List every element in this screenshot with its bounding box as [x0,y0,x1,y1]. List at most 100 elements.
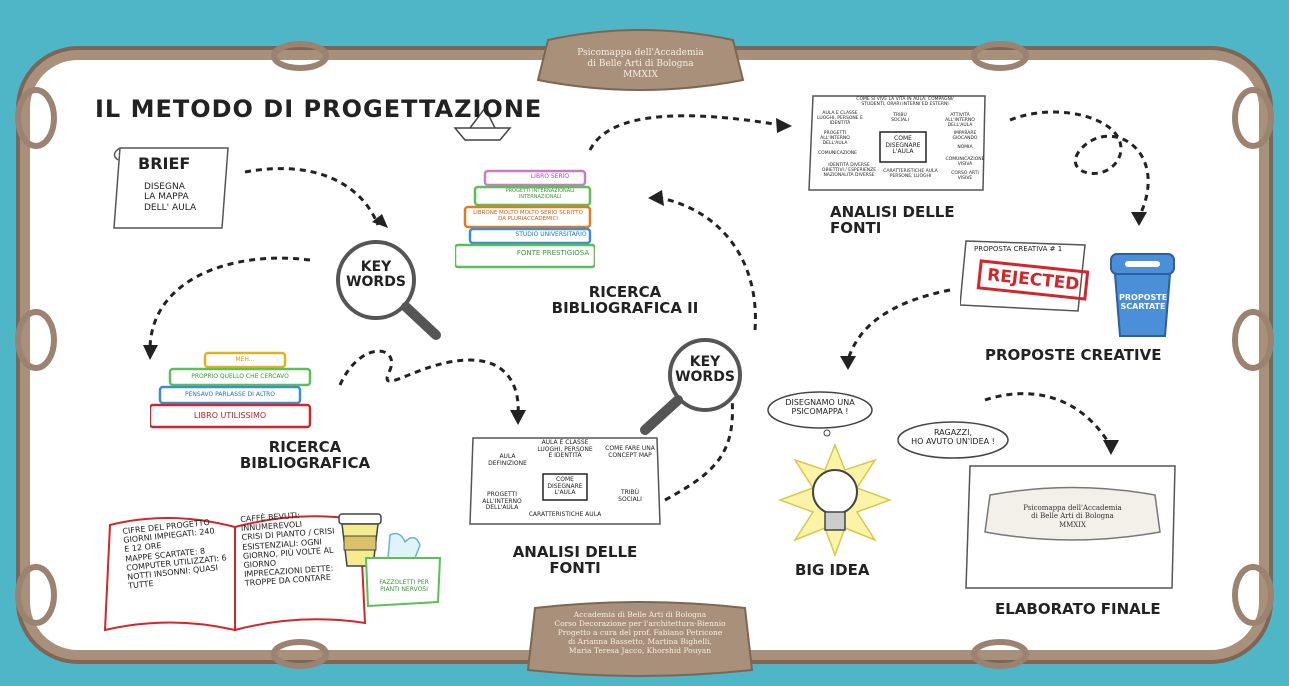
analisi2-node-8: NOMIA [957,145,973,150]
magnifier-icon [336,240,441,340]
analisi2-center-1: COME [894,135,912,142]
finale-banner-2: di Belle Arti di Bologna [1031,512,1114,521]
footer-line2: Corso Decorazione per l'architettura-Bie… [554,619,726,628]
analisi-scroll-1: COME DISEGNARE L'AULA AULA E CLASSE LUOG… [465,432,665,532]
analisi2-node-3: TRIBÙ SOCIALI [891,113,909,123]
brief-text3: DELL' AULA [144,202,197,213]
book1-spine-3: PENSAVO PARLASSE DI ALTRO [184,391,276,398]
keywords-magnifier-1: KEY WORDS [328,235,448,345]
paper-boat-icon [453,106,512,141]
page-title: IL METODO DI PROGETTAZIONE [95,95,543,123]
finale-banner-1: Psicomappa dell'Accademia [1023,504,1122,512]
analisi1-node-4: PROGETTI ALL'INTERNO DELL'AULA [482,491,522,512]
rope-knot-icon [271,639,329,669]
bubble2-line2: HO AVUTO UN'IDEA ! [911,437,995,447]
analisi2-node-1: COME SI VIVE LA VITA IN AULA: COMPAGNI/ … [856,97,954,107]
analisi2-node-10: COMUNICAZIONE VISIVA [945,157,985,167]
analisi2-label-2: FONTI [830,218,882,237]
analisi1-label-1: ANALISI DELLE [512,543,638,561]
bubble1-line2: PSICOMAPPA ! [791,407,849,417]
analisi2-node-6: IMPARARE GIOCANDO [952,131,978,141]
analisi1-center-3: L'AULA [554,489,576,497]
rope-knot-icon [971,639,1029,669]
analisi2-node-12: CORSO ARTI VISIVE [951,171,979,181]
book2-spine-5: FONTE PRESTIGIOSA [516,249,590,257]
analisi1-node-1: AULA E CLASSE LUOGHI, PERSONE E IDENTITÀ [537,439,593,460]
header-banner: Psicomappa dell'Accademia di Belle Arti … [528,20,753,100]
analisi1-node-6: CARATTERISTICHE AULA [528,511,602,518]
brief-scroll: BRIEF DISEGNA LA MAPPA DELL' AULA [110,140,235,235]
analisi1-node-3: COME FARE UNA CONCEPT MAP [605,445,655,459]
bin-label-1: PROPOSTE [1119,293,1168,302]
keywords2-line1: KEY [689,354,721,370]
book1-spine-1: MEH... [235,356,255,363]
book2-spine-1: LIBRO SERIO [530,173,570,180]
lightbulb-icon [777,442,893,558]
analisi-scroll-2: COME DISEGNARE L'AULA COME SI VIVE LA VI… [805,92,990,197]
analisi2-center-2: DISEGNARE [885,141,921,149]
footer-line3: Progetto a cura del prof. Fabiano Petric… [557,628,723,637]
header-banner-line2: di Belle Arti di Bologna [587,58,694,69]
rope-knot-icon [1232,309,1274,371]
analisi1-node-2: AULA DEFINIZIONE [488,453,527,467]
rope-knot-icon [15,309,57,371]
bubble2-line1: RAGAZZI, [933,428,973,437]
ricerca1-label-1: RICERCA [268,438,342,456]
proposta-paper: PROPOSTA CREATIVA # 1 REJECTED [960,235,1090,315]
brief-text1: DISEGNA [144,182,185,192]
ricerca2-label-2: BIBLIOGRAFICA II [551,298,699,317]
analisi2-node-4: ATTIVITÀ ALL'INTERNO DELL'AULA [945,113,975,128]
keywords1-line1: KEY [360,259,392,275]
proposta-head: PROPOSTA CREATIVA # 1 [974,245,1063,253]
keywords-magnifier-2: KEY WORDS [630,335,750,445]
big-idea-label: BIG IDEA [795,561,870,579]
analisi1-node-5: TRIBÙ SOCIALI [618,489,642,503]
book2-spine-3: LIBRONE MOLTO MOLTO SERIO SCRITTO DA PLU… [473,210,583,223]
analisi2-node-5: PROGETTI ALL'INTERNO DELL'AULA [820,131,850,146]
footer-line5: Maria Teresa Jacco, Khorshid Pouyan [568,646,712,655]
book2-spine-2: PROGETTI INTERNAZIONALI INTERNAZIONALI [505,188,575,200]
proposte-creative-label: PROPOSTE CREATIVE [985,346,1162,364]
trash-bin-icon: PROPOSTE SCARTATE [1105,250,1180,340]
bin-label-2: SCARTATE [1120,301,1166,311]
book1-spine-4: LIBRO UTILISSIMO [193,411,267,420]
keywords2-line2: WORDS [675,368,735,385]
rope-knot-icon [971,41,1029,71]
ricerca1-label-2: BIBLIOGRAFICA [239,453,371,472]
book2-spine-4: STUDIO UNIVERSITARIO [515,231,587,238]
header-banner-line1: Psicomappa dell'Accademia [577,48,704,58]
tissue-label: FAZZOLETTI PER PIANTI NERVOSI [379,579,429,593]
analisi2-node-11: CARATTERISTICHE AULA PERSONE, LUOGHI [883,169,938,179]
rope-knot-icon [15,87,57,149]
ricerca2-label-1: RICERCA [588,283,662,301]
elaborato-finale-label: ELABORATO FINALE [995,600,1161,618]
speech-bubble-1: DISEGNAMO UNA PSICOMAPPA ! [765,390,875,437]
speech-bubble-2: RAGAZZI, HO AVUTO UN'IDEA ! [895,420,1010,465]
book-stack-icon [150,351,312,429]
footer-line1: Accademia di Belle Arti di Bologna [573,610,707,619]
notebook: CIFRE DEL PROGETTO GIORNI IMPIEGATI: 240… [100,505,370,640]
brief-title: BRIEF [138,154,191,173]
book-stack-1: MEH... PROPRIO QUELLO CHE CERCAVO PENSAV… [150,345,320,435]
tissue-box: FAZZOLETTI PER PIANTI NERVOSI [360,530,445,610]
analisi2-node-2: AULA E CLASSE LUOGHI, PERSONE E IDENTITÀ [817,111,863,126]
book1-spine-2: PROPRIO QUELLO CHE CERCAVO [191,373,289,380]
bubble1-line1: DISEGNAMO UNA [785,398,855,407]
analisi2-node-7: COMUNICAZIONE [818,151,857,156]
brief-text2: LA MAPPA [144,192,189,203]
book-stack-2: LIBRO SERIO PROGETTI INTERNAZIONALI INTE… [455,165,595,270]
keywords1-line2: WORDS [346,273,406,290]
finale-scroll: Psicomappa dell'Accademia di Belle Arti … [960,460,1185,595]
rope-knot-icon [1232,87,1274,149]
footer-line4: di Arianna Bassetto, Martina Bighelli, [568,637,712,646]
header-banner-line3: MMXIX [623,69,658,80]
analisi1-label-2: FONTI [549,558,601,577]
magnifier-icon [640,338,742,435]
analisi1-center-2: DISEGNARE [547,482,583,490]
book-stack-icon [455,169,595,269]
rope-knot-icon [271,41,329,71]
analisi2-center-3: L'AULA [892,148,914,156]
rope-knot-icon [15,564,57,626]
analisi1-center-1: COME [556,476,574,483]
